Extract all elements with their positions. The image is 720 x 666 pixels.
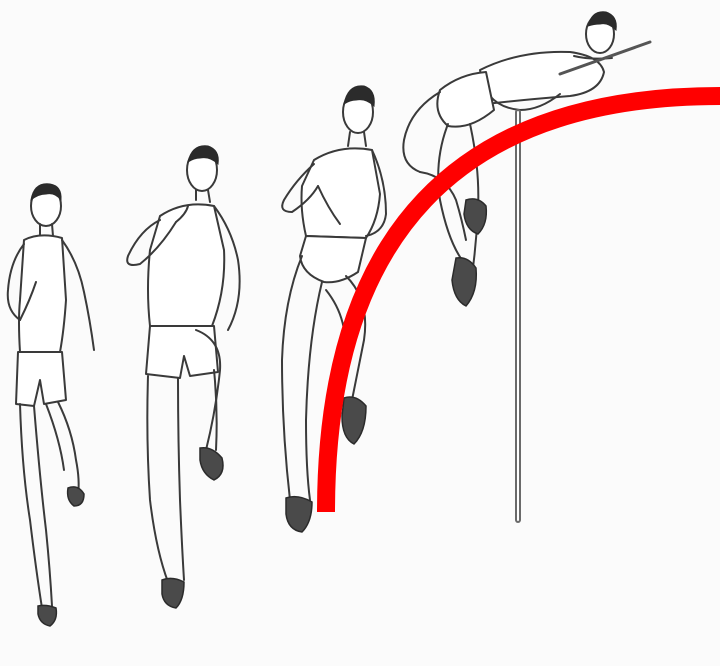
high-jump-illustration bbox=[0, 0, 720, 666]
illustration-canvas bbox=[0, 0, 720, 666]
